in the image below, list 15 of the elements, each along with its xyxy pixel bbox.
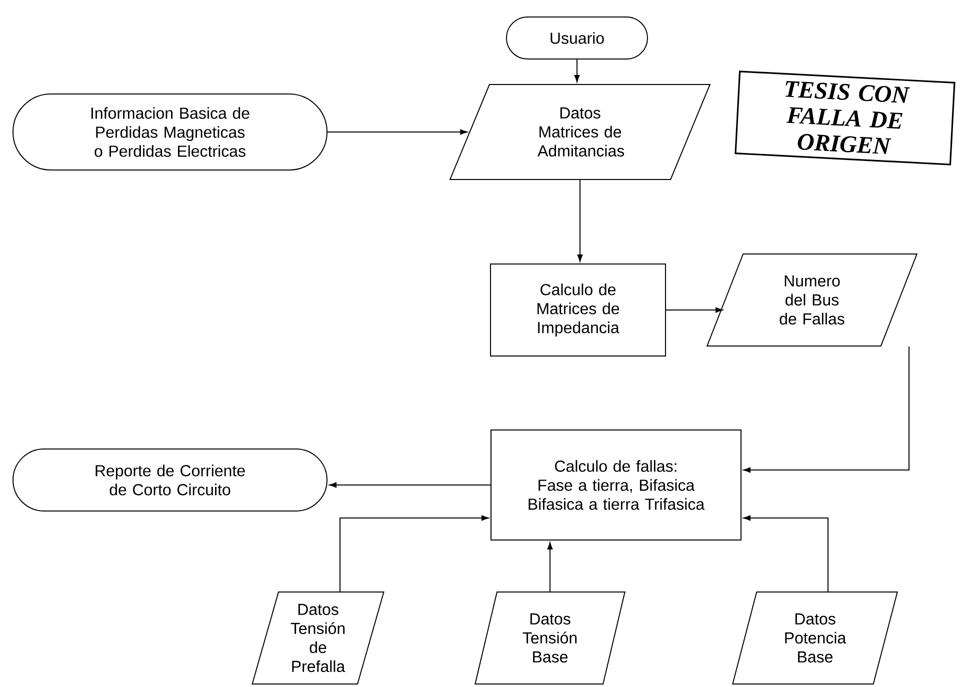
arrow	[327, 129, 468, 135]
arrow	[340, 515, 489, 592]
arrow	[577, 180, 583, 262]
arrow	[547, 542, 553, 592]
arrow	[743, 346, 910, 473]
arrow	[666, 307, 723, 313]
process-box: Calculo de fallas: Fase a tierra, Bifasica Bifasica a tierra Trifasica	[490, 430, 742, 540]
data-parallelogram: Datos Tensión de Prefalla	[252, 592, 384, 684]
data-parallelogram: Datos Potencia Base	[732, 592, 898, 684]
arrow	[743, 515, 828, 592]
process-box: Calculo de Matrices de Impedancia	[490, 264, 666, 356]
arrow	[574, 59, 580, 82]
arrow	[329, 482, 491, 488]
data-parallelogram: Datos Tensión Base	[474, 592, 626, 684]
stamp-box: TESIS CON FALLA DE ORIGEN	[734, 70, 956, 166]
